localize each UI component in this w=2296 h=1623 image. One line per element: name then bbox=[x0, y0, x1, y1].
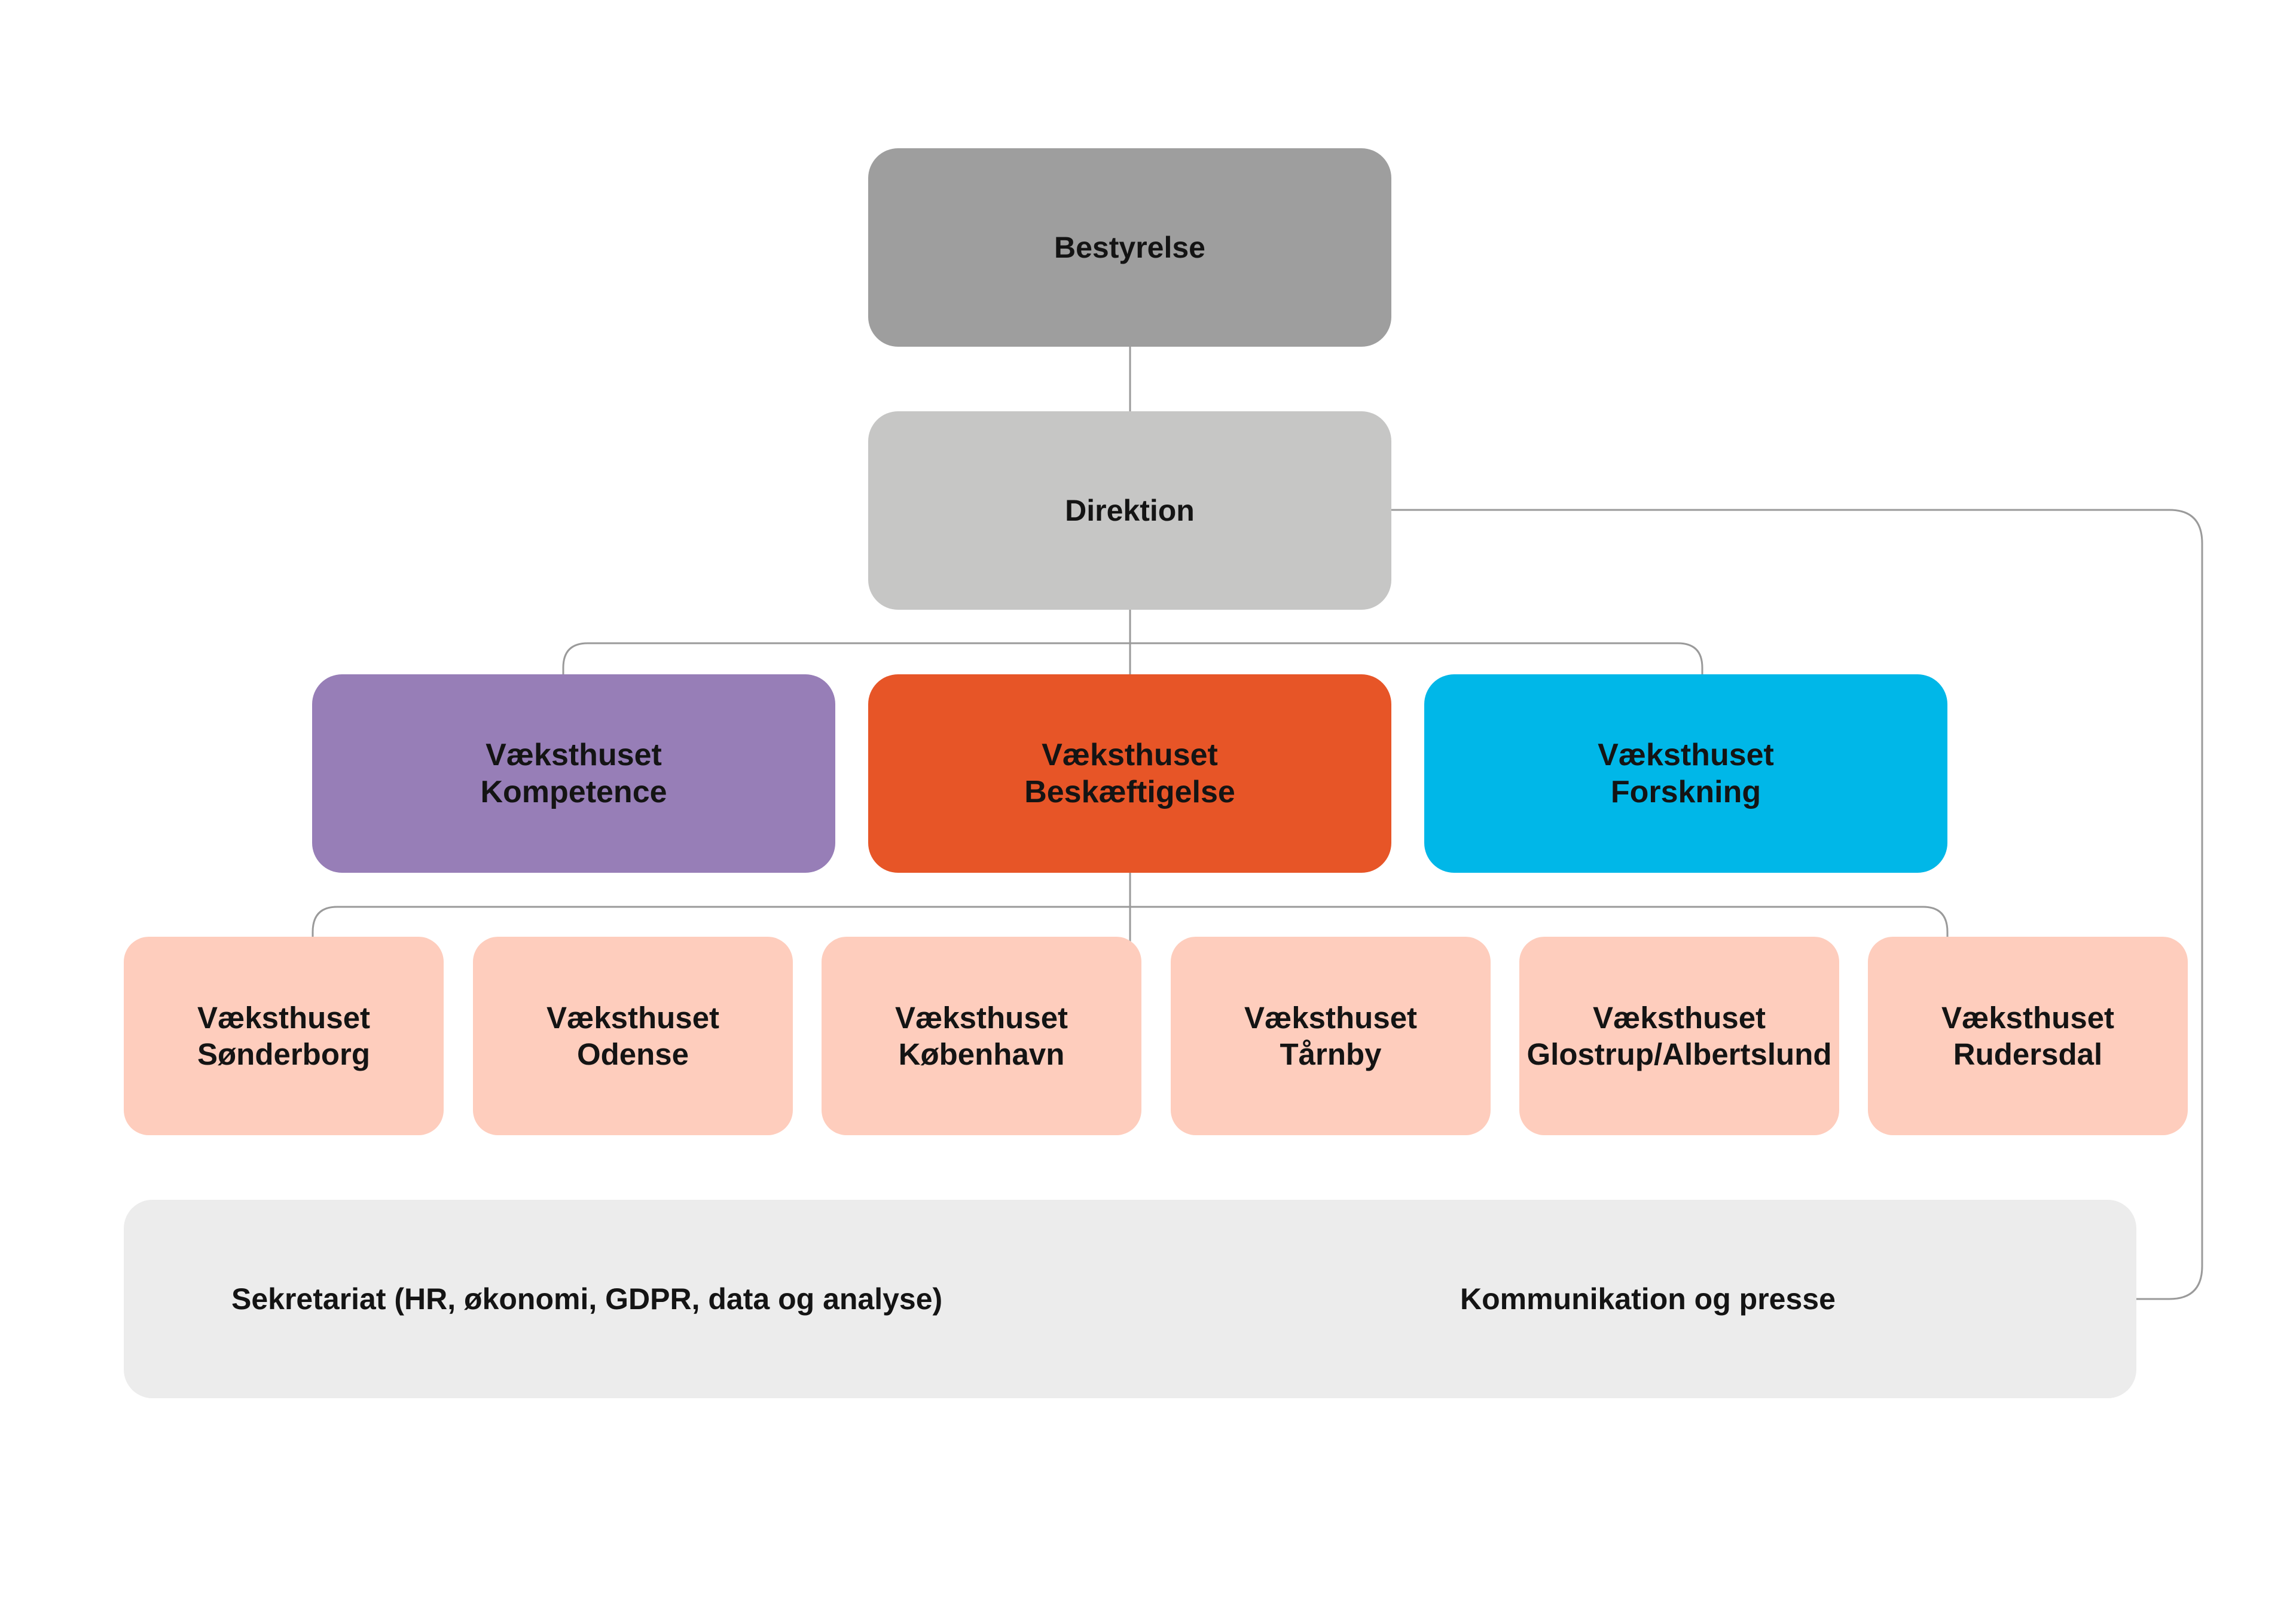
connector-location-bus bbox=[312, 906, 1949, 939]
connector-division-bus bbox=[562, 642, 1703, 674]
secretariat-label: Sekretariat (HR, økonomi, GDPR, data og … bbox=[231, 1282, 943, 1316]
support-panel: Sekretariat (HR, økonomi, GDPR, data og … bbox=[124, 1200, 2136, 1398]
board-box: Bestyrelse bbox=[868, 148, 1391, 347]
location-sonderborg-line2: Sønderborg bbox=[197, 1037, 370, 1071]
location-odense-line2: Odense bbox=[576, 1037, 689, 1071]
division-kompetence-line1: Væksthuset bbox=[486, 737, 662, 772]
division-beskaeftigelse-line2: Beskæftigelse bbox=[1024, 775, 1235, 809]
division-forskning-box: Væksthuset Forskning bbox=[1424, 674, 1947, 873]
location-rudersdal-line2: Rudersdal bbox=[1953, 1037, 2103, 1071]
location-sonderborg-box: Væksthuset Sønderborg bbox=[124, 937, 444, 1135]
division-forskning-line2: Forskning bbox=[1610, 775, 1761, 809]
location-glostrup-albertslund-line2: Glostrup/Albertslund bbox=[1526, 1037, 1832, 1071]
location-tarnby-line1: Væksthuset bbox=[1244, 1000, 1418, 1035]
location-kobenhavn-box: Væksthuset København bbox=[822, 937, 1141, 1135]
connector-executive-to-support bbox=[1391, 509, 2203, 1300]
division-forskning-line1: Væksthuset bbox=[1598, 737, 1774, 772]
board-label: Bestyrelse bbox=[1054, 231, 1205, 264]
location-odense-box: Væksthuset Odense bbox=[473, 937, 793, 1135]
location-tarnby-box: Væksthuset Tårnby bbox=[1171, 937, 1491, 1135]
division-kompetence-line2: Kompetence bbox=[480, 775, 667, 809]
location-kobenhavn-line2: København bbox=[898, 1037, 1065, 1071]
location-rudersdal-box: Væksthuset Rudersdal bbox=[1868, 937, 2188, 1135]
division-kompetence-box: Væksthuset Kompetence bbox=[312, 674, 835, 873]
location-sonderborg-line1: Væksthuset bbox=[197, 1000, 371, 1035]
executive-label: Direktion bbox=[1065, 494, 1195, 527]
location-kobenhavn-line1: Væksthuset bbox=[894, 1000, 1068, 1035]
location-rudersdal-line1: Væksthuset bbox=[1941, 1000, 2115, 1035]
location-odense-line1: Væksthuset bbox=[546, 1000, 720, 1035]
location-tarnby-line2: Tårnby bbox=[1280, 1037, 1382, 1071]
executive-box: Direktion bbox=[868, 411, 1391, 610]
location-glostrup-albertslund-line1: Væksthuset bbox=[1592, 1000, 1766, 1035]
location-glostrup-albertslund-box: Væksthuset Glostrup/Albertslund bbox=[1519, 937, 1839, 1135]
division-beskaeftigelse-box: Væksthuset Beskæftigelse bbox=[868, 674, 1391, 873]
division-beskaeftigelse-line1: Væksthuset bbox=[1042, 737, 1218, 772]
communication-label: Kommunikation og presse bbox=[1460, 1282, 1836, 1316]
